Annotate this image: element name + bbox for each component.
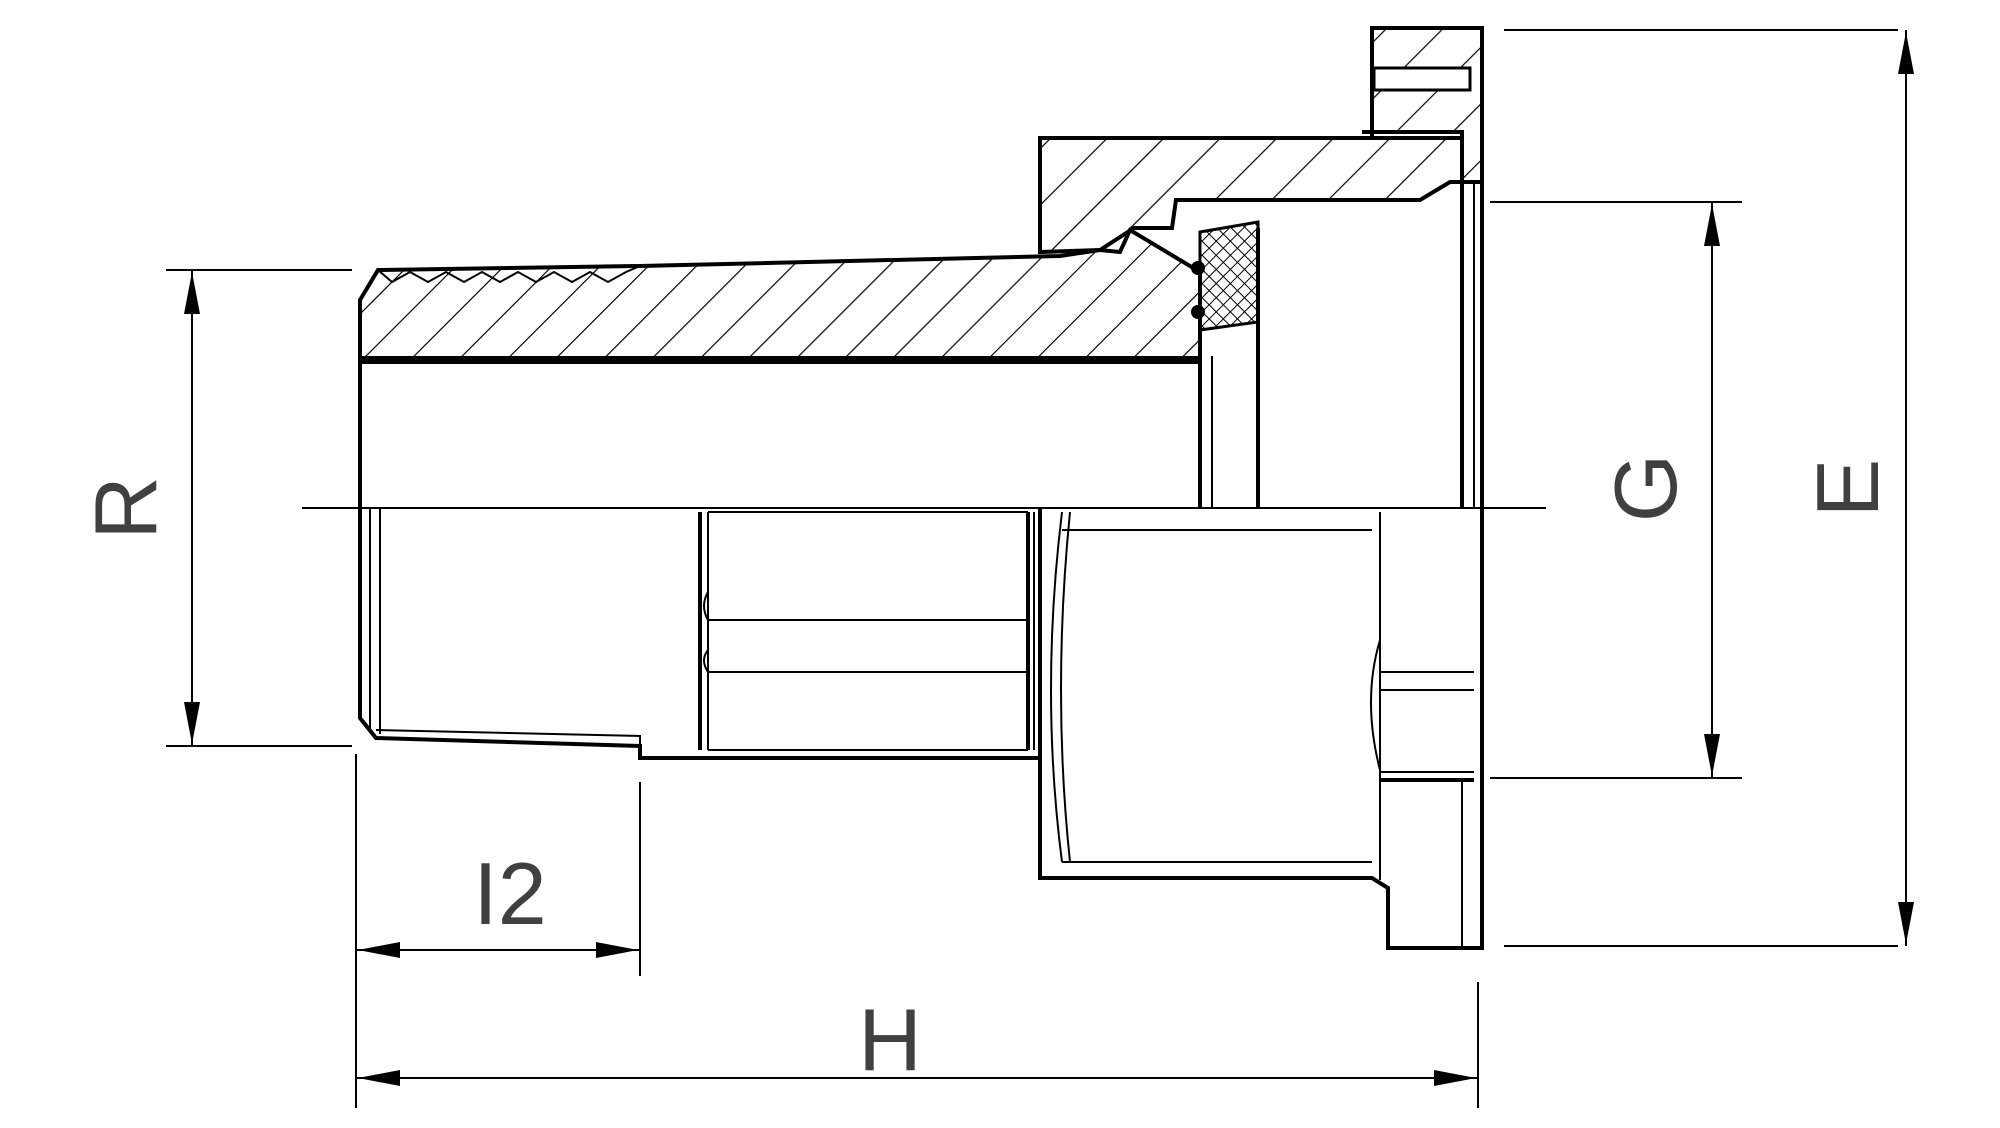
label-R: R xyxy=(76,476,175,540)
thread-end-lower xyxy=(375,729,641,746)
nut-curve-left xyxy=(1050,511,1063,863)
arrow-H-left xyxy=(358,1070,400,1086)
arrow-I2-right xyxy=(596,942,638,958)
arrow-H-right xyxy=(1434,1070,1476,1086)
dimension-I2: I2 xyxy=(355,754,641,1108)
thread-profile xyxy=(377,265,641,284)
lower-view xyxy=(358,508,1484,950)
label-G: G xyxy=(1596,454,1695,522)
flange-step xyxy=(1040,130,1374,140)
arrow-G-top xyxy=(1704,204,1720,246)
upper-section xyxy=(358,26,1484,508)
flange-slot xyxy=(1372,66,1472,92)
arrow-G-bottom xyxy=(1704,734,1720,776)
seal-dot-upper xyxy=(1191,261,1205,275)
dimension-E: E xyxy=(1504,29,1914,947)
arrow-E-top xyxy=(1898,32,1914,74)
label-E: E xyxy=(1798,459,1897,518)
dimension-R: R xyxy=(76,269,352,747)
label-I2: I2 xyxy=(473,844,546,943)
tail-section-hatched xyxy=(358,227,1202,360)
label-H: H xyxy=(858,990,922,1089)
nut-face-curve xyxy=(1370,639,1381,771)
arrow-I2-left xyxy=(358,942,400,958)
arrow-R-bottom xyxy=(184,702,200,744)
dimension-H: H xyxy=(356,982,1479,1108)
groove-right xyxy=(1026,512,1035,750)
arrow-R-top xyxy=(184,272,200,314)
o-ring-seal xyxy=(1198,220,1260,332)
groove-left xyxy=(698,511,1028,751)
arrow-E-bottom xyxy=(1898,902,1914,944)
dimension-G: G xyxy=(1490,201,1742,779)
seal-dot-lower xyxy=(1191,305,1205,319)
nut-curve-mid xyxy=(1060,511,1071,863)
nut-outline xyxy=(1038,508,1484,950)
